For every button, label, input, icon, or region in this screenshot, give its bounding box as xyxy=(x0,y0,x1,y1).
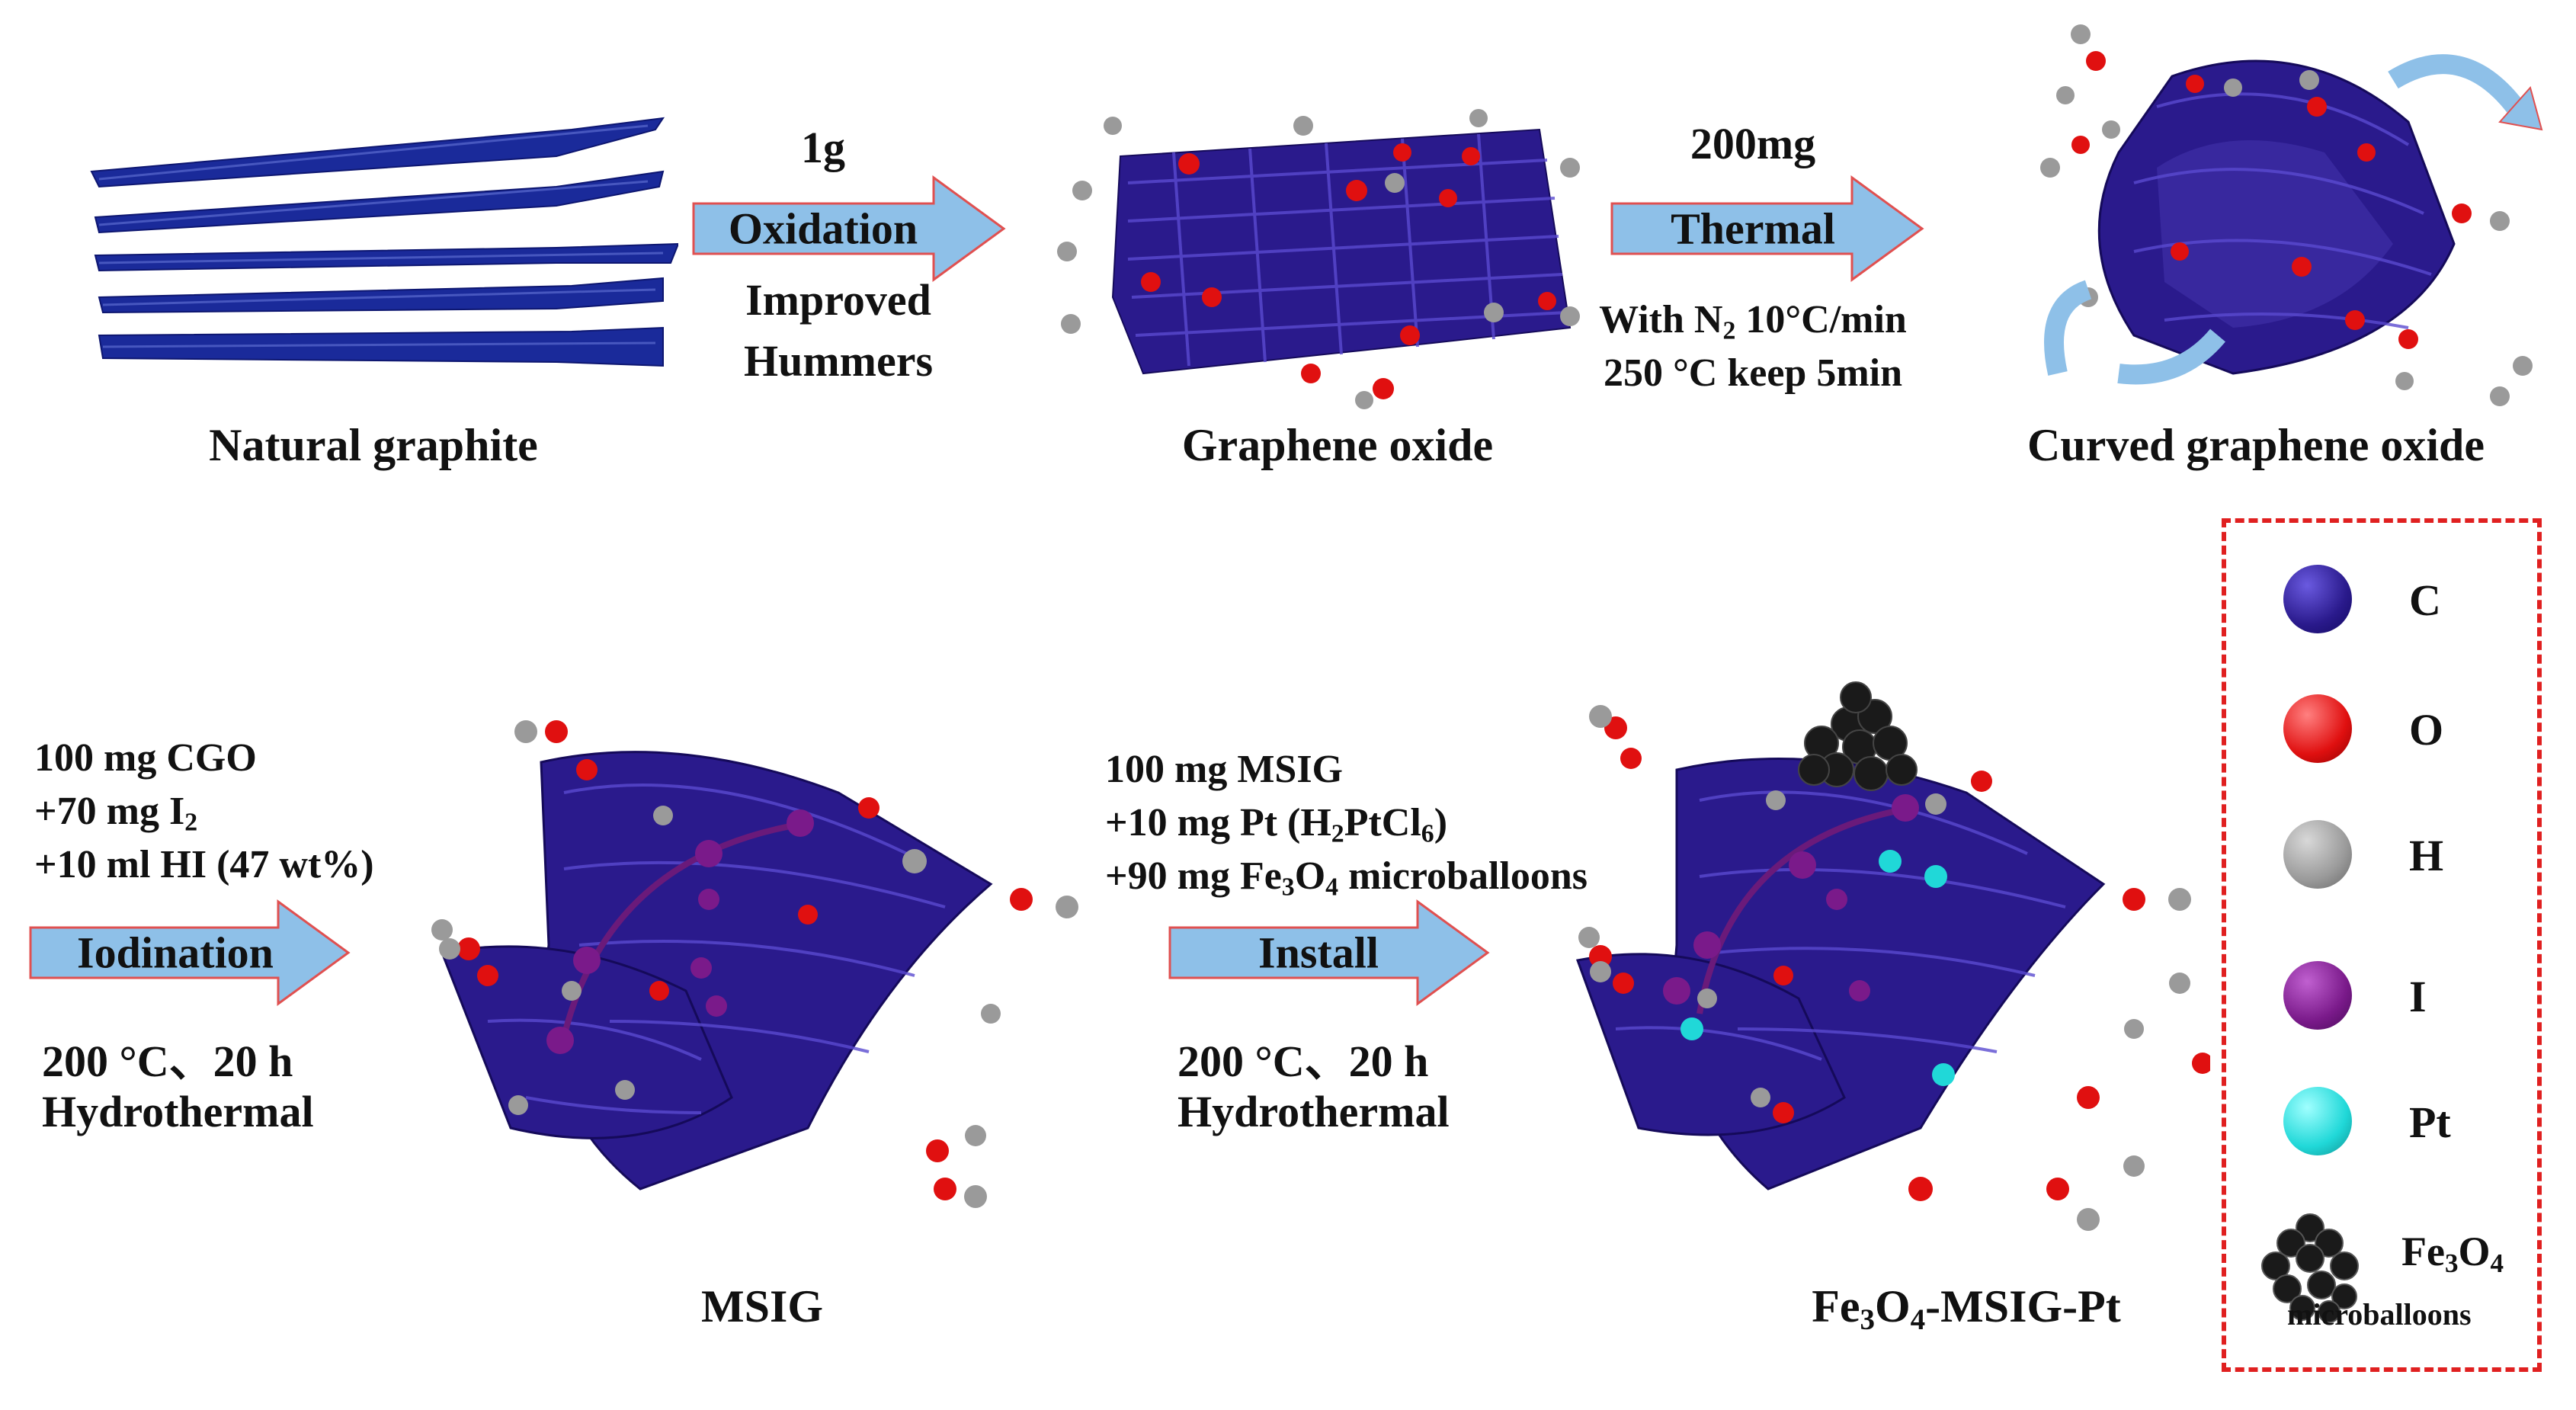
iodination-reagent-1: 100 mg CGO xyxy=(34,736,257,780)
graphene-oxide-image xyxy=(1057,109,1580,409)
legend-item-c: C xyxy=(2226,553,2537,645)
step1-amount: 1g xyxy=(801,123,845,172)
curved-graphene-oxide-label: Curved graphene oxide xyxy=(2027,420,2485,470)
arrow-right-icon xyxy=(692,175,1006,282)
legend-label-i: I xyxy=(2409,972,2427,1021)
natural-graphite-label: Natural graphite xyxy=(209,420,538,470)
legend-label-c: C xyxy=(2409,575,2441,625)
oxidation-label: Oxidation xyxy=(728,203,918,254)
iodination-arrow: Iodination xyxy=(27,896,354,1010)
legend-label-pt: Pt xyxy=(2409,1098,2451,1147)
step2-amount: 200mg xyxy=(1690,119,1816,168)
iodination-reagent-3: +10 ml HI (47 wt%) xyxy=(34,843,374,886)
platinum-atom-icon xyxy=(2283,1087,2352,1155)
graphene-oxide-label: Graphene oxide xyxy=(1181,420,1494,470)
install-reagent-2: +10 mg Pt (H2PtCl6) xyxy=(1105,801,1448,848)
hydrogen-atom-icon xyxy=(2283,820,2352,889)
oxidation-arrow: Oxidation xyxy=(690,171,1010,286)
carbon-atom-icon xyxy=(2283,565,2352,633)
natural-graphite-image xyxy=(90,117,678,367)
legend-item-i: I xyxy=(2226,950,2537,1041)
legend-label-o: O xyxy=(2409,705,2444,755)
legend-label-h: H xyxy=(2409,831,2444,880)
method-line2: Hummers xyxy=(743,336,934,386)
iodination-condition-1: 200 °C、20 h xyxy=(42,1037,293,1086)
fe3o4-msig-pt-image xyxy=(1575,681,2210,1231)
thermal-condition-1: With N2 10°C/min xyxy=(1599,298,1907,345)
arrow-right-icon xyxy=(29,899,351,1006)
install-reagent-3: +90 mg Fe3O4 microballoons xyxy=(1105,854,1588,902)
install-condition-2: Hydrothermal xyxy=(1177,1087,1450,1136)
product-label: Fe3O4-MSIG-Pt xyxy=(1812,1281,2121,1336)
legend-label-microballoons: microballoons xyxy=(2287,1297,2472,1331)
fe3o4-cluster-icon xyxy=(2261,1213,2359,1323)
thermal-label: Thermal xyxy=(1671,203,1835,254)
install-condition-1: 200 °C、20 h xyxy=(1177,1037,1429,1086)
msig-label: MSIG xyxy=(700,1281,824,1331)
legend-item-h: H xyxy=(2226,809,2537,900)
msig-image xyxy=(431,720,1078,1208)
legend-item-fe3o4: Fe3O4 microballoons xyxy=(2226,1201,2537,1354)
legend-item-o: O xyxy=(2226,683,2537,774)
install-reagent-1: 100 mg MSIG xyxy=(1105,748,1343,791)
thermal-condition-2: 250 °C keep 5min xyxy=(1603,351,1903,395)
iodine-atom-icon xyxy=(2283,961,2352,1030)
atom-legend: C O H I Pt Fe3O4 microballoons xyxy=(2222,518,2542,1372)
thermal-arrow: Thermal xyxy=(1608,171,1928,286)
oxygen-atom-icon xyxy=(2283,694,2352,763)
legend-label-fe3o4: Fe3O4 xyxy=(2401,1229,2504,1278)
method-line1: Improved xyxy=(745,275,931,325)
curved-graphene-oxide-image xyxy=(2040,24,2543,406)
iodination-condition-2: Hydrothermal xyxy=(42,1087,314,1136)
install-arrow: Install xyxy=(1166,896,1494,1010)
arrow-right-icon xyxy=(1168,899,1490,1006)
iodination-label: Iodination xyxy=(77,928,274,978)
legend-item-pt: Pt xyxy=(2226,1075,2537,1167)
install-label: Install xyxy=(1258,928,1379,978)
iodination-reagent-2: +70 mg I2 xyxy=(34,790,198,837)
arrow-right-icon xyxy=(1610,175,1924,282)
